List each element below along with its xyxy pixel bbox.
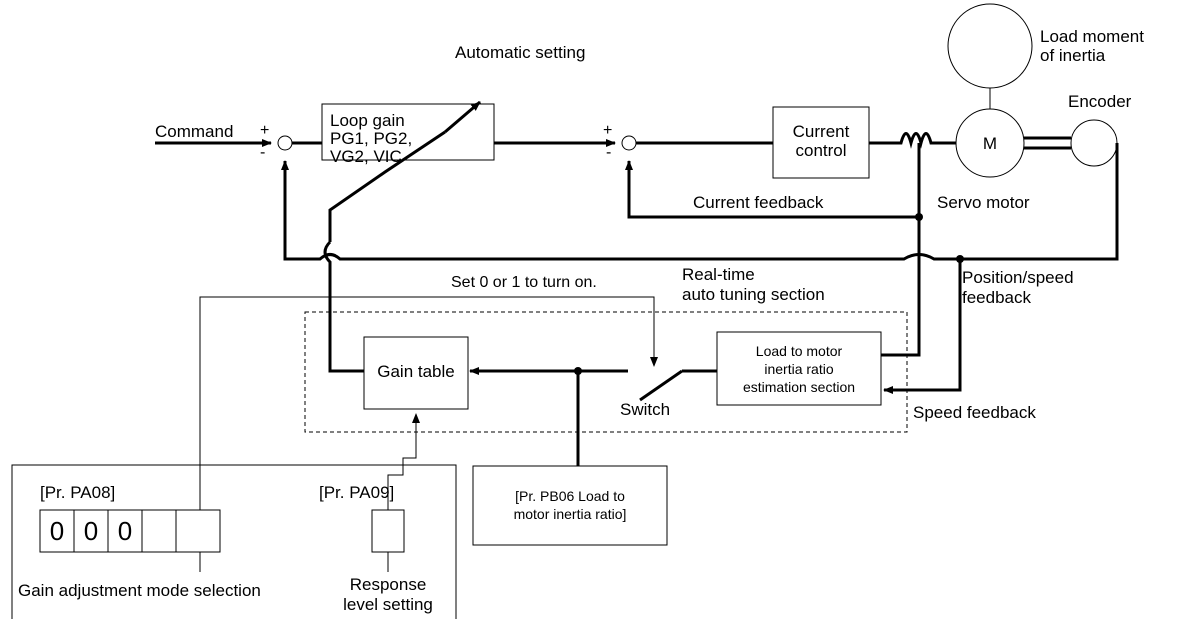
- switch-control-line: [199, 296, 658, 510]
- estimation-label-line2: inertia ratio: [764, 361, 833, 377]
- response-level-label: Response: [350, 575, 427, 594]
- set-0-or-1-label: Set 0 or 1 to turn on.: [451, 274, 597, 291]
- motor-drive-line: [869, 132, 956, 149]
- pa08-digit: 0: [118, 516, 132, 546]
- junction-dot: [956, 255, 964, 263]
- loop-gain-label-line2: PG1, PG2,: [330, 129, 412, 148]
- position-feedback-line: [281, 143, 1119, 261]
- pr-pa09-label: [Pr. PA09]: [319, 483, 394, 502]
- pb06-label-line2: motor inertia ratio]: [514, 506, 627, 522]
- position-speed-feedback-label-line2: feedback: [962, 288, 1031, 307]
- parameter-settings-panel: [11, 464, 457, 619]
- encoder-circle: [1070, 119, 1118, 167]
- load-moment-label-line2: of inertia: [1040, 46, 1106, 65]
- current-control-label: Current: [793, 122, 850, 141]
- pa08-digit: 0: [50, 516, 64, 546]
- speed-feedback-label: Speed feedback: [913, 403, 1036, 422]
- switch-contact: [639, 369, 683, 402]
- plus-sign: +: [260, 122, 269, 139]
- current-control-label-line2: control: [795, 141, 846, 160]
- pa09-setting-box: [371, 509, 405, 553]
- gain-table-label: Gain table: [377, 362, 455, 381]
- current-feedback-line: [625, 143, 921, 219]
- load-moment-label: Load moment: [1040, 27, 1144, 46]
- automatic-setting-label: Automatic setting: [455, 43, 585, 62]
- pa08-digit-box: [141, 509, 177, 553]
- response-level-label-line2: level setting: [343, 595, 433, 614]
- gain-adjustment-mode-label: Gain adjustment mode selection: [18, 581, 261, 600]
- current-control-block: [772, 106, 870, 179]
- current-summing-junction: [621, 135, 637, 151]
- estimation-label: Load to motor: [756, 343, 843, 359]
- minus-sign: -: [260, 144, 265, 161]
- junction-dot: [915, 213, 923, 221]
- realtime-auto-tuning-section: [304, 311, 908, 433]
- realtime-section-label: Real-time: [682, 265, 755, 284]
- servo-motor-label: Servo motor: [937, 193, 1030, 212]
- current-tap-line: [881, 217, 921, 357]
- motor-label: M: [983, 134, 997, 153]
- switch-label: Switch: [620, 400, 670, 419]
- minus-sign: -: [606, 144, 611, 161]
- estimation-label-line3: estimation section: [743, 379, 855, 395]
- pa08-setting-box: [175, 509, 221, 553]
- position-summing-junction: [277, 135, 293, 151]
- command-label: Command: [155, 122, 233, 141]
- automatic-setting-arrow: [444, 100, 481, 134]
- position-speed-feedback-label: Position/speed: [962, 268, 1074, 287]
- pb06-label: [Pr. PB06 Load to: [515, 488, 625, 504]
- speed-feedback-line: [883, 259, 962, 394]
- automatic-setting-arrow: [328, 130, 446, 242]
- gain-table-block: [363, 336, 469, 410]
- junction-dot: [574, 367, 582, 375]
- plus-sign: +: [603, 122, 612, 139]
- pb06-parameter-block: [472, 465, 668, 546]
- realtime-section-label-line2: auto tuning section: [682, 285, 825, 304]
- encoder-label: Encoder: [1068, 92, 1132, 111]
- loop-gain-label-line3: VG2, VIC: [330, 147, 402, 166]
- load-inertia-circle: [947, 3, 1033, 89]
- inertia-estimation-block: [716, 331, 882, 406]
- pa09-link-line: [387, 413, 420, 510]
- pa08-digit: 0: [84, 516, 98, 546]
- pr-pa08-label: [Pr. PA08]: [40, 483, 115, 502]
- pa08-digit-box: [73, 509, 109, 553]
- loop-gain-label: Loop gain: [330, 111, 405, 130]
- gain-table-output-line: [323, 240, 364, 373]
- current-feedback-label: Current feedback: [693, 193, 824, 212]
